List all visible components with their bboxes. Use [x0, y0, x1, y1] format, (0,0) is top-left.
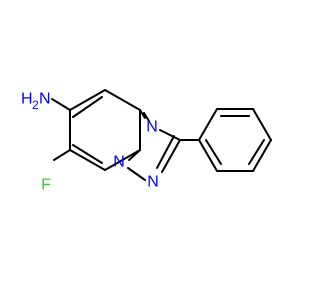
bond-line — [51, 98, 71, 111]
bond-lines — [51, 89, 272, 181]
bond-line — [252, 108, 272, 141]
bond-line — [198, 108, 218, 141]
ring-n-top-text: N — [146, 119, 158, 136]
bond-line — [104, 89, 141, 111]
bond-line — [69, 149, 106, 171]
bond-line — [248, 139, 265, 165]
bond-line — [205, 139, 222, 165]
fluorine-text: F — [41, 177, 51, 194]
bond-line — [128, 149, 141, 161]
bond-line — [127, 167, 146, 181]
bond-line — [143, 112, 150, 122]
molecule-diagram: H 2 N N N N F — [21, 89, 272, 194]
bond-line — [53, 149, 71, 161]
bond-line — [69, 89, 106, 111]
bond-line — [198, 139, 218, 172]
bond-line — [72, 96, 103, 118]
amine-label: H 2 N — [21, 91, 51, 113]
bond-line — [104, 149, 141, 171]
bond-line — [139, 109, 146, 119]
ring-n-bottom-text: N — [147, 174, 159, 191]
ring-n-bridge-text: N — [113, 154, 125, 171]
amine-h-count-text: 2 — [32, 98, 39, 112]
bond-line — [156, 135, 175, 169]
bond-line — [159, 129, 181, 141]
bond-line — [161, 139, 181, 173]
bond-line — [72, 144, 103, 164]
amine-n-text: N — [39, 91, 51, 108]
amine-h-text: H — [21, 91, 33, 108]
bond-line — [252, 139, 272, 172]
